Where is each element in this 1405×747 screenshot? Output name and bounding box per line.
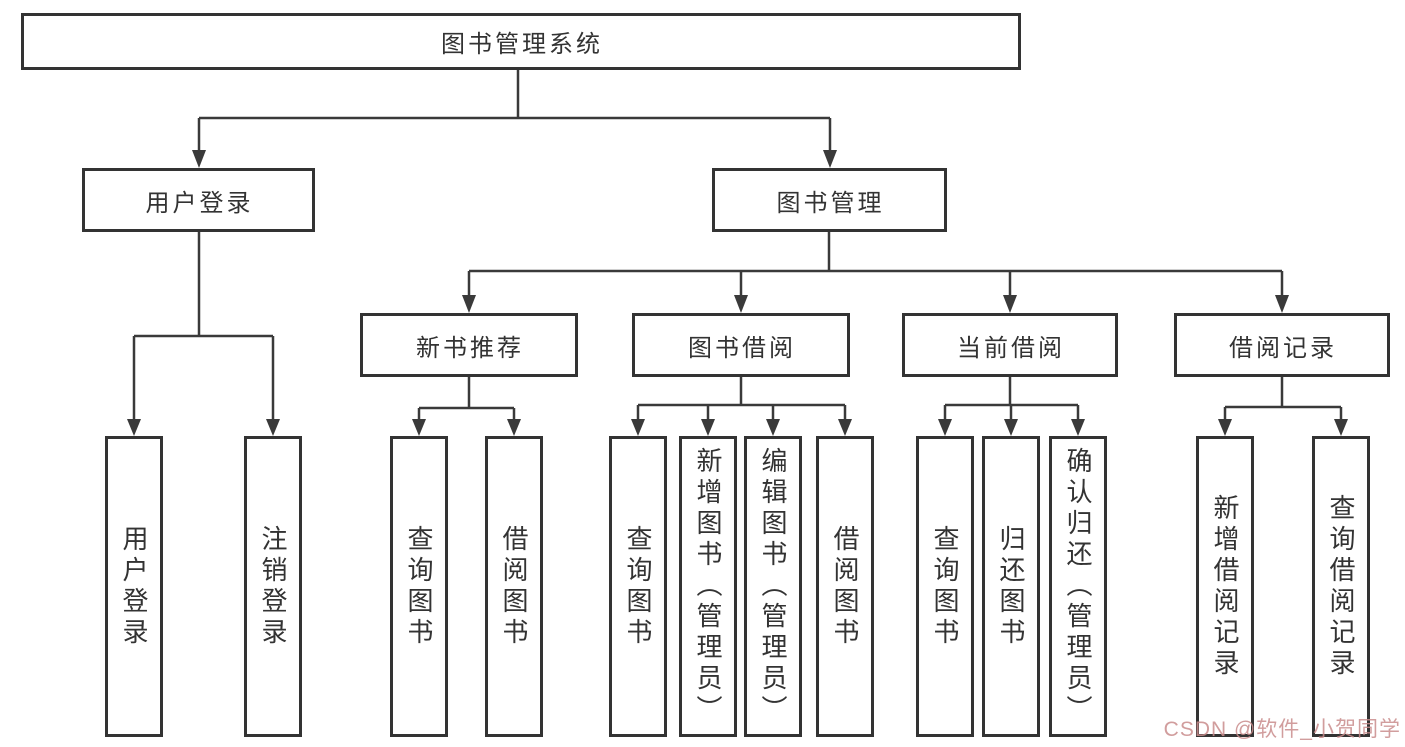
node-new-book-recommend: 新书推荐	[360, 313, 578, 377]
node-label: 图书借阅	[688, 334, 796, 362]
node-label: 用户登录	[119, 524, 149, 649]
node-label: 借阅图书	[499, 524, 529, 649]
connector-book-management-to-level3	[462, 232, 1289, 313]
node-label: 查询图书	[930, 524, 960, 649]
node-label: 编辑图书（管理员）	[758, 447, 788, 726]
node-label: 当前借阅	[957, 334, 1065, 362]
connector-current-borrow-to-leaves	[938, 377, 1085, 436]
node-label: 新增图书（管理员）	[693, 447, 723, 726]
connector-new-book-rec-to-leaves	[412, 377, 521, 436]
leaf-add-books-admin: 新增图书（管理员）	[679, 436, 737, 737]
leaf-borrow-books-rec: 借阅图书	[485, 436, 543, 737]
leaf-confirm-return-admin: 确认归还（管理员）	[1049, 436, 1107, 737]
csdn-watermark: CSDN @软件_小贺同学	[1163, 718, 1401, 741]
connector-root-to-level2	[192, 70, 837, 168]
node-label: 借阅图书	[830, 524, 860, 649]
node-library-system: 图书管理系统	[21, 13, 1021, 70]
leaf-user-login: 用户登录	[105, 436, 163, 737]
leaf-logout: 注销登录	[244, 436, 302, 737]
node-label: 新增借阅记录	[1210, 493, 1240, 680]
leaf-return-books: 归还图书	[982, 436, 1040, 737]
leaf-query-books-current: 查询图书	[916, 436, 974, 737]
node-current-borrow: 当前借阅	[902, 313, 1118, 377]
node-label: 查询图书	[623, 524, 653, 649]
node-label: 注销登录	[258, 524, 288, 649]
leaf-query-books-borrow: 查询图书	[609, 436, 667, 737]
node-borrow-record: 借阅记录	[1174, 313, 1390, 377]
leaf-borrow-books: 借阅图书	[816, 436, 874, 737]
leaf-add-borrow-record: 新增借阅记录	[1196, 436, 1254, 737]
connector-user-login-to-leaves	[127, 232, 280, 436]
node-label: 新书推荐	[416, 334, 524, 362]
node-label: 图书管理	[776, 189, 885, 217]
node-label: 查询借阅记录	[1326, 493, 1356, 680]
node-label: 借阅记录	[1229, 334, 1337, 362]
node-label: 用户登录	[145, 189, 254, 217]
node-book-management: 图书管理	[712, 168, 947, 232]
node-label: 确认归还（管理员）	[1063, 447, 1093, 726]
connector-borrow-record-to-leaves	[1218, 377, 1348, 436]
node-label: 图书管理系统	[441, 31, 603, 58]
node-label: 归还图书	[996, 524, 1026, 649]
node-user-login: 用户登录	[82, 168, 315, 232]
leaf-edit-books-admin: 编辑图书（管理员）	[744, 436, 802, 737]
node-label: 查询图书	[404, 524, 434, 649]
leaf-query-borrow-record: 查询借阅记录	[1312, 436, 1370, 737]
node-book-borrow: 图书借阅	[632, 313, 850, 377]
leaf-query-books-rec: 查询图书	[390, 436, 448, 737]
connector-book-borrow-to-leaves	[631, 377, 852, 436]
